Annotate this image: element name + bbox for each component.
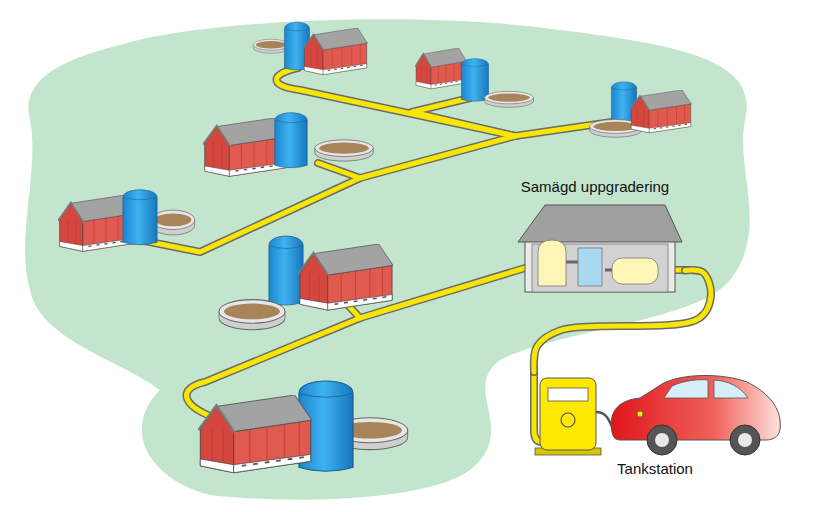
process-unit [578,248,602,286]
pipe-network [140,68,688,442]
building-roof [518,205,682,242]
manure-tank [484,91,533,107]
node-label: Samägd uppgradering [519,178,671,196]
manure-tank [151,210,194,235]
barn [630,90,691,133]
fuel-cap [637,411,643,417]
fuel-pump [540,378,596,450]
upgrading-plant: Samägd uppgradering [505,176,685,294]
car-wheel [730,425,760,455]
process-tank [538,240,566,286]
manure-tank [253,39,289,53]
fuel-station [535,375,780,455]
process-tank [612,258,658,284]
gas-pipe-connector [534,270,711,372]
pump-display [548,388,588,401]
silo [275,113,307,168]
node-label: Tankstation [615,460,695,478]
silo [123,190,157,245]
pipe-outline [534,270,711,372]
fuel-station: Tankstation [520,372,790,480]
barn [303,28,367,75]
car-window [664,380,708,398]
manure-tank [315,140,373,161]
car-window [714,380,748,398]
barn [298,244,393,310]
farms [58,22,691,472]
barn [415,48,466,89]
pipe-outline [318,163,360,178]
silo [269,236,303,305]
gas-pipe [318,163,360,178]
upgrading-building [518,205,682,292]
car-wheel [647,425,677,455]
building-wall [525,236,675,292]
car-hub [738,433,752,447]
gas-pipe [534,270,711,372]
manure-tank [219,300,285,330]
pump-icon [561,413,575,427]
silo [462,59,489,101]
car-hub [655,433,669,447]
barn [198,395,312,473]
